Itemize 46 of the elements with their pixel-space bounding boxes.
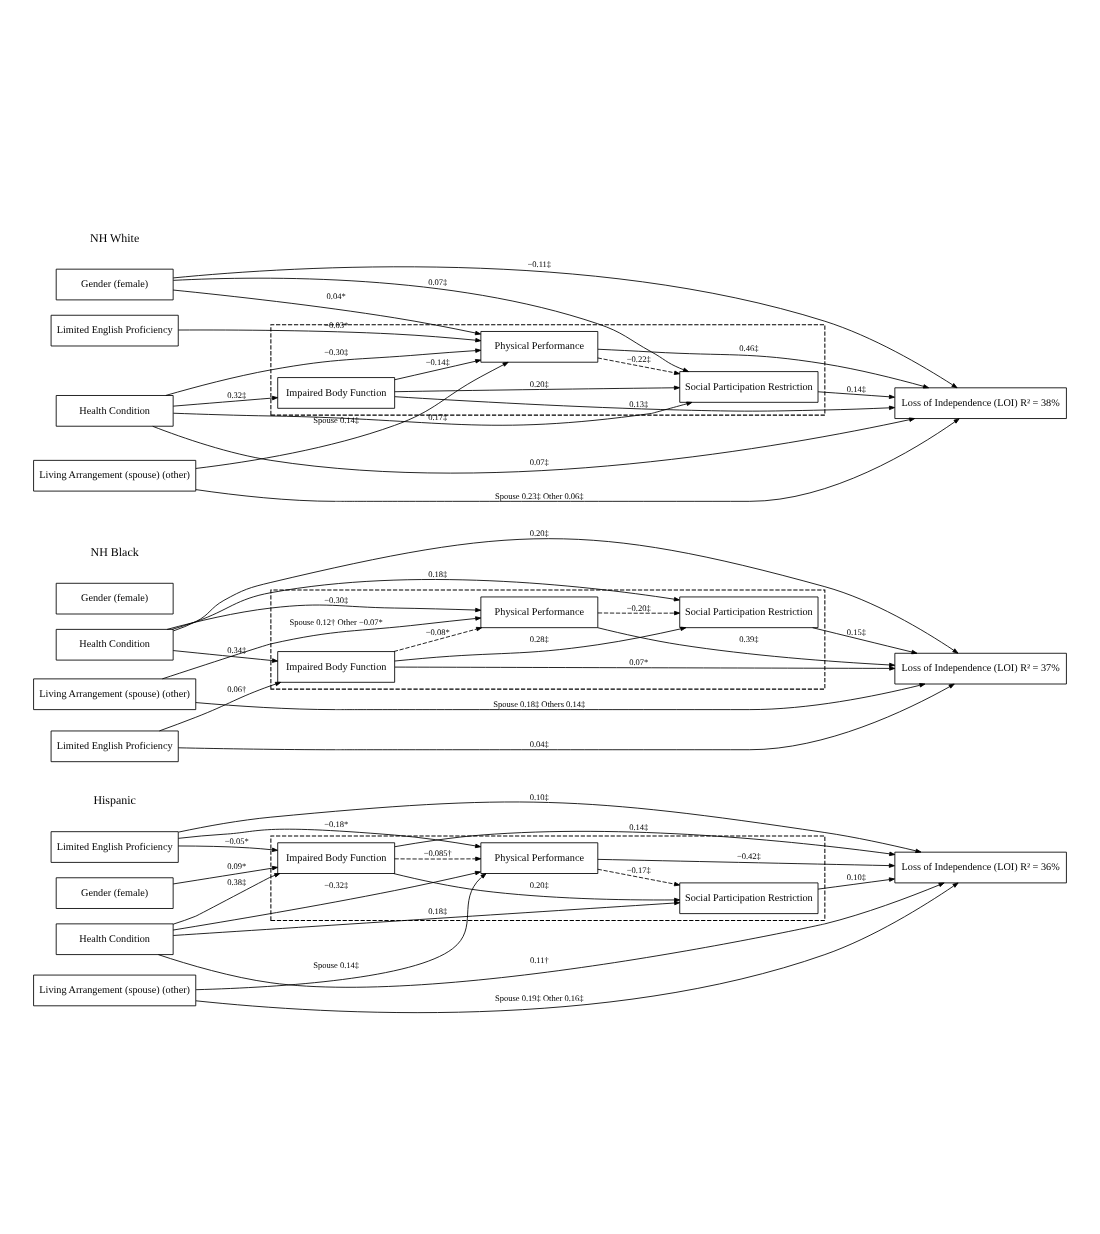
arrow [172, 650, 278, 663]
arrow [195, 418, 960, 502]
arrow [178, 828, 482, 849]
arrow [195, 882, 959, 1014]
arrow [195, 361, 509, 469]
arrow [172, 395, 278, 407]
arrow [157, 882, 945, 988]
arrow [173, 538, 959, 654]
arrow [172, 865, 278, 885]
arrow [172, 870, 481, 931]
arrow [597, 348, 930, 389]
arrow [173, 401, 693, 426]
arrow [195, 873, 487, 991]
arrow [394, 626, 687, 662]
arrow [597, 868, 681, 887]
arrow [394, 359, 482, 381]
arrow [172, 266, 958, 389]
arrow [178, 801, 922, 854]
arrow [172, 873, 281, 925]
arrow [394, 666, 896, 671]
arrow [172, 289, 481, 336]
arrow [178, 329, 482, 343]
arrow [171, 579, 680, 630]
arrow [177, 683, 955, 751]
arrow [172, 900, 681, 936]
arrow [393, 626, 483, 652]
arrow [817, 391, 895, 399]
arrow [165, 348, 482, 396]
arrow [597, 357, 681, 375]
arrow [158, 681, 282, 732]
arrow [597, 610, 681, 616]
arrow [812, 627, 918, 655]
arrow [597, 858, 895, 868]
arrow [161, 616, 482, 680]
arrow [166, 604, 482, 630]
arrow [597, 627, 896, 668]
arrow [394, 856, 482, 862]
arrow [172, 277, 689, 372]
arrow [817, 877, 895, 890]
arrow [394, 830, 896, 857]
arrow [195, 683, 926, 711]
arrow [394, 396, 895, 412]
arrow [152, 417, 916, 474]
arrow [394, 385, 680, 393]
arrow [177, 845, 278, 852]
arrow [393, 873, 681, 903]
